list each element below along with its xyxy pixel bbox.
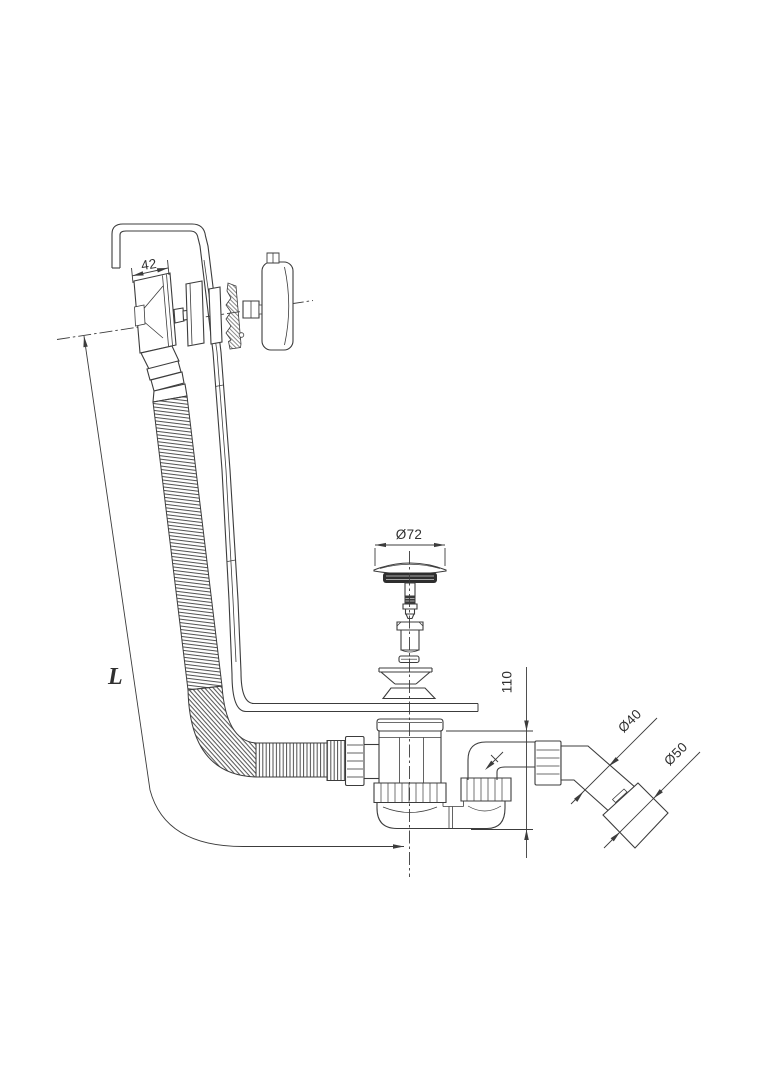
clamp-washer [226,283,241,349]
dim-height [446,667,533,858]
trap-bowl [377,801,505,829]
outlet-sleeve [603,783,668,848]
waste-housing [379,731,441,783]
dim-overflow-width [132,260,170,283]
dim-plug-diameter [375,542,445,566]
waste-flange [377,719,443,731]
corrugated-hose [153,396,346,781]
waste-body [346,719,669,848]
strainer-dish [379,668,432,684]
dim-label-height: 110 [500,671,515,693]
dim-length [83,336,404,849]
overflow-gasket-inner [186,281,204,346]
dim-label-overflow-width: 42 [140,256,158,273]
plug-stem [405,583,415,596]
overflow-flange [134,273,176,353]
plug-adjuster [397,622,423,630]
overflow-assembly [134,253,293,402]
dim-sleeve-diameter [604,752,700,848]
trap-cup-left [374,783,446,803]
plug-assembly [374,563,446,699]
drain-gasket [383,688,435,699]
outlet-elbow [468,742,535,780]
dim-label-length: L [107,664,123,690]
overflow-gasket-outer [209,287,222,344]
tub-plate [246,704,478,712]
overflow-stem-nut [174,308,184,323]
trap-cup-right [461,778,511,801]
dim-label-sleeve-diameter: Ø50 [661,739,690,768]
plug-seal [383,572,437,583]
outlet-union-nut [535,741,561,785]
dim-pipe-diameter [571,718,657,804]
dim-label-pipe-diameter: Ø40 [615,706,644,735]
joint-mark-arrow [485,752,503,770]
dim-label-plug-diameter: Ø72 [396,527,422,542]
